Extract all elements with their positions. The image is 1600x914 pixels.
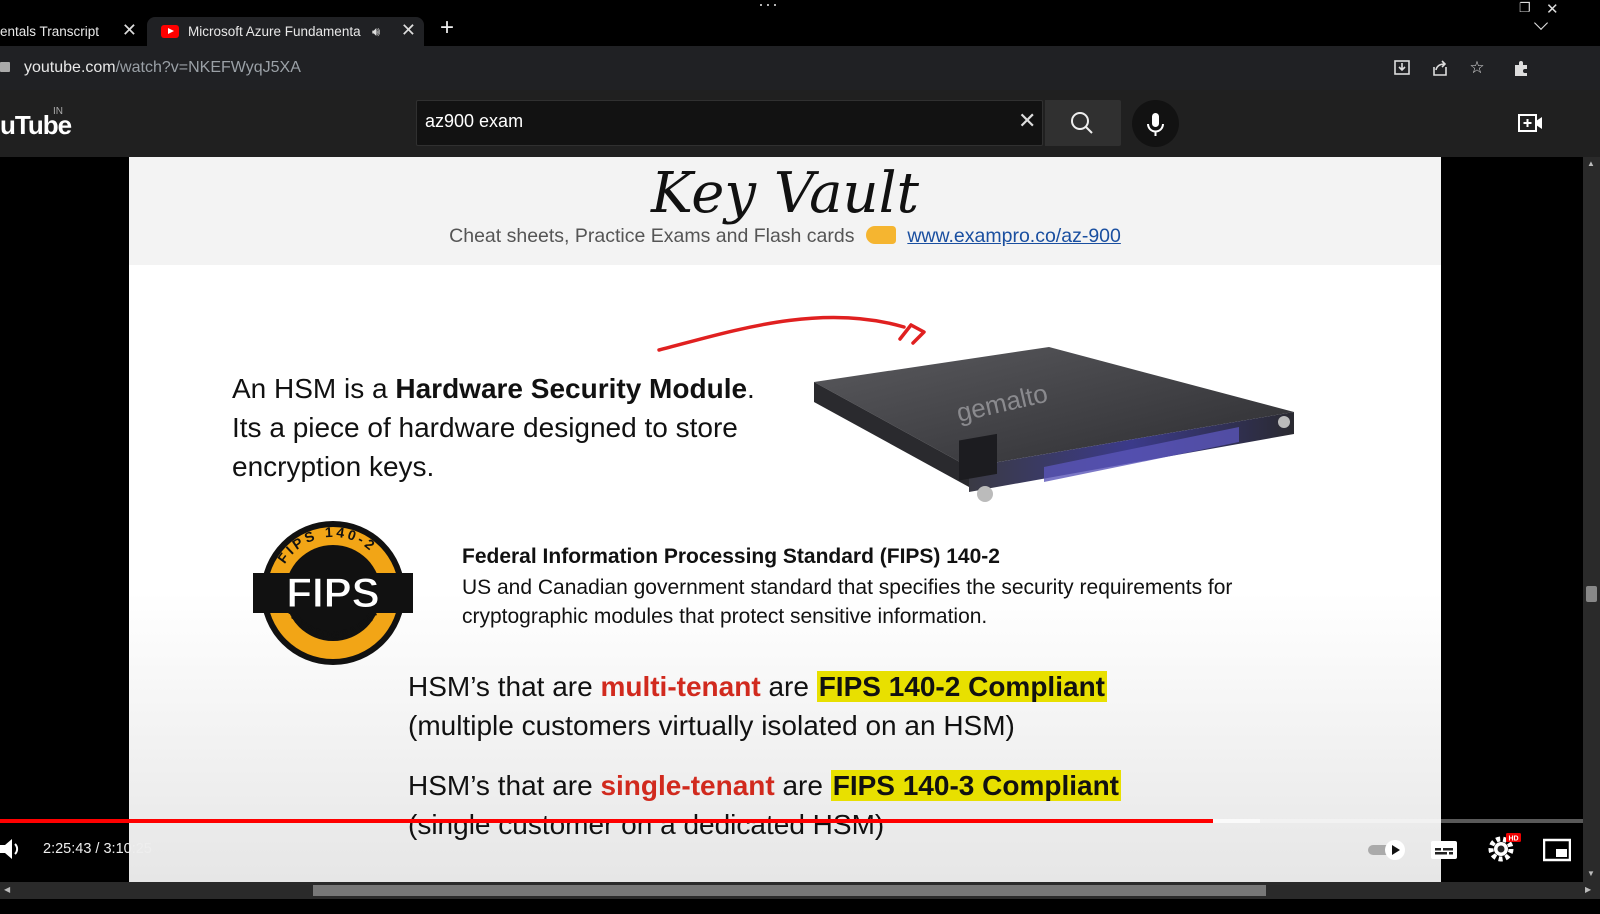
fips-description: US and Canadian government standard that…	[462, 573, 1312, 631]
buffered-bar	[1212, 819, 1261, 823]
time-current: 2:25:43	[43, 841, 92, 857]
video-frame-slide: Key Vault Cheat sheets, Practice Exams a…	[129, 157, 1441, 882]
youtube-header: uTube IN ✕	[0, 90, 1600, 157]
fips-140-3-compliance: FIPS 140-3 Compliant	[830, 770, 1122, 801]
single-tenant-line: HSM’s that are single-tenant are FIPS 14…	[408, 766, 1122, 806]
close-icon[interactable]: ✕	[400, 20, 416, 40]
pointing-hand-icon	[865, 226, 896, 244]
exampro-link: www.exampro.co/az-900	[907, 225, 1121, 247]
extensions-icon[interactable]	[1512, 58, 1532, 78]
install-app-icon[interactable]	[1392, 58, 1412, 78]
subtitles-icon[interactable]	[1430, 839, 1458, 866]
tab-title: Microsoft Azure Fundamenta	[188, 24, 361, 39]
close-window-icon[interactable]: ✕	[1546, 1, 1559, 18]
multi-tenant-note: (multiple customers virtually isolated o…	[408, 710, 1015, 741]
bookmark-star-icon[interactable]: ☆	[1469, 58, 1485, 77]
slide-title: Key Vault	[650, 161, 920, 226]
multi-tenant-line: HSM’s that are multi-tenant are FIPS 140…	[408, 667, 1107, 707]
fips-logo-text: FIPS	[286, 569, 379, 616]
autoplay-toggle[interactable]	[1367, 839, 1407, 866]
single-mid: are	[774, 770, 831, 801]
settings-gear-icon[interactable]: HD	[1487, 833, 1521, 868]
played-bar	[0, 819, 1213, 823]
voice-search-button[interactable]	[1132, 100, 1179, 147]
url-field[interactable]: youtube.com/watch?v=NKEFWyqJ5XA	[24, 59, 301, 77]
restore-window-icon[interactable]: ❐	[1519, 0, 1531, 15]
hsm-line-2: Its a piece of hardware designed to stor…	[232, 412, 738, 443]
fips-140-2-compliance: FIPS 140-2 Compliant	[816, 671, 1107, 702]
youtube-logo[interactable]: uTube	[0, 110, 72, 140]
hd-badge: HD	[1508, 836, 1518, 843]
hsm-line-3: encryption keys.	[232, 451, 435, 482]
progress-bar[interactable]	[0, 819, 1583, 823]
fips-logo: FIPS 140-2 CRYPTOGRAPHY FIPS	[253, 521, 413, 665]
share-icon[interactable]	[1430, 58, 1450, 78]
lock-icon[interactable]	[0, 62, 10, 72]
scroll-right-icon[interactable]: ▶	[1585, 885, 1592, 894]
hsm-device-image: gemalto	[814, 347, 1294, 502]
volume-icon[interactable]	[0, 837, 22, 866]
tab-title: entals Transcript	[0, 24, 100, 39]
single-prefix: HSM’s that are	[408, 770, 601, 801]
time-display: 2:25:43 / 3:10:25	[43, 841, 152, 857]
vertical-scrollbar[interactable]: ▲ ▼	[1583, 157, 1600, 882]
video-player[interactable]: Key Vault Cheat sheets, Practice Exams a…	[0, 157, 1583, 882]
slide-subtitle: Cheat sheets, Practice Exams and Flash c…	[129, 225, 1441, 248]
slide-subtitle-text: Cheat sheets, Practice Exams and Flash c…	[449, 225, 855, 247]
url-path: /watch?v=NKEFWyqJ5XA	[115, 59, 301, 76]
window-bottom-edge	[0, 899, 1600, 914]
time-separator: /	[91, 841, 104, 857]
hsm-intro-prefix: An HSM is a	[232, 373, 396, 404]
fips-desc-line-2: cryptographic modules that protect sensi…	[462, 605, 988, 628]
fips-desc-line-1: US and Canadian government standard that…	[462, 576, 1233, 599]
horizontal-scroll-thumb[interactable]	[313, 885, 1266, 896]
close-icon[interactable]: ✕	[121, 20, 137, 40]
hsm-intro-suffix: .	[747, 373, 755, 404]
horizontal-scrollbar[interactable]: ◀ ▶	[0, 882, 1600, 899]
audio-playing-icon[interactable]: 🔊︎	[372, 23, 381, 39]
hsm-term: Hardware Security Module	[395, 373, 748, 404]
microphone-icon	[1147, 113, 1164, 136]
fips-heading: Federal Information Processing Standard …	[462, 545, 1000, 568]
clear-search-icon[interactable]: ✕	[1018, 108, 1037, 133]
multi-mid: are	[760, 671, 817, 702]
address-bar: youtube.com/watch?v=NKEFWyqJ5XA ☆	[0, 46, 1600, 90]
single-tenant-term: single-tenant	[600, 770, 775, 801]
tab-youtube-video[interactable]: Microsoft Azure Fundamenta 🔊︎ ✕	[147, 17, 424, 46]
search-box	[416, 100, 1043, 146]
red-arrow-icon	[657, 315, 926, 352]
slide-header: Key Vault Cheat sheets, Practice Exams a…	[129, 157, 1441, 265]
browser-tab-strip: ··· entals Transcript ✕ Microsoft Azure …	[0, 0, 1600, 46]
scroll-up-icon[interactable]: ▲	[1587, 159, 1595, 168]
tab-search-chevron-icon[interactable]	[1533, 15, 1549, 31]
hsm-description: An HSM is a Hardware Security Module. It…	[232, 369, 792, 486]
time-total: 3:10:25	[103, 841, 152, 857]
vertical-scroll-thumb[interactable]	[1586, 586, 1597, 602]
window-menu-dots[interactable]: ···	[758, 0, 779, 14]
miniplayer-icon[interactable]	[1542, 838, 1572, 867]
scroll-left-icon[interactable]: ◀	[4, 885, 11, 894]
multi-tenant-term: multi-tenant	[600, 671, 761, 702]
url-host: youtube.com	[24, 59, 116, 76]
create-video-icon[interactable]	[1518, 112, 1544, 139]
multi-prefix: HSM’s that are	[408, 671, 601, 702]
youtube-favicon-icon	[161, 25, 179, 38]
search-input[interactable]	[425, 111, 985, 132]
single-tenant-note: (single customer on a dedicated HSM)	[408, 809, 885, 840]
new-tab-button[interactable]: +	[440, 14, 455, 41]
country-code: IN	[53, 106, 63, 117]
tab-transcript[interactable]: entals Transcript ✕	[0, 17, 145, 46]
scroll-down-icon[interactable]: ▼	[1587, 869, 1595, 878]
search-button[interactable]	[1045, 100, 1121, 146]
